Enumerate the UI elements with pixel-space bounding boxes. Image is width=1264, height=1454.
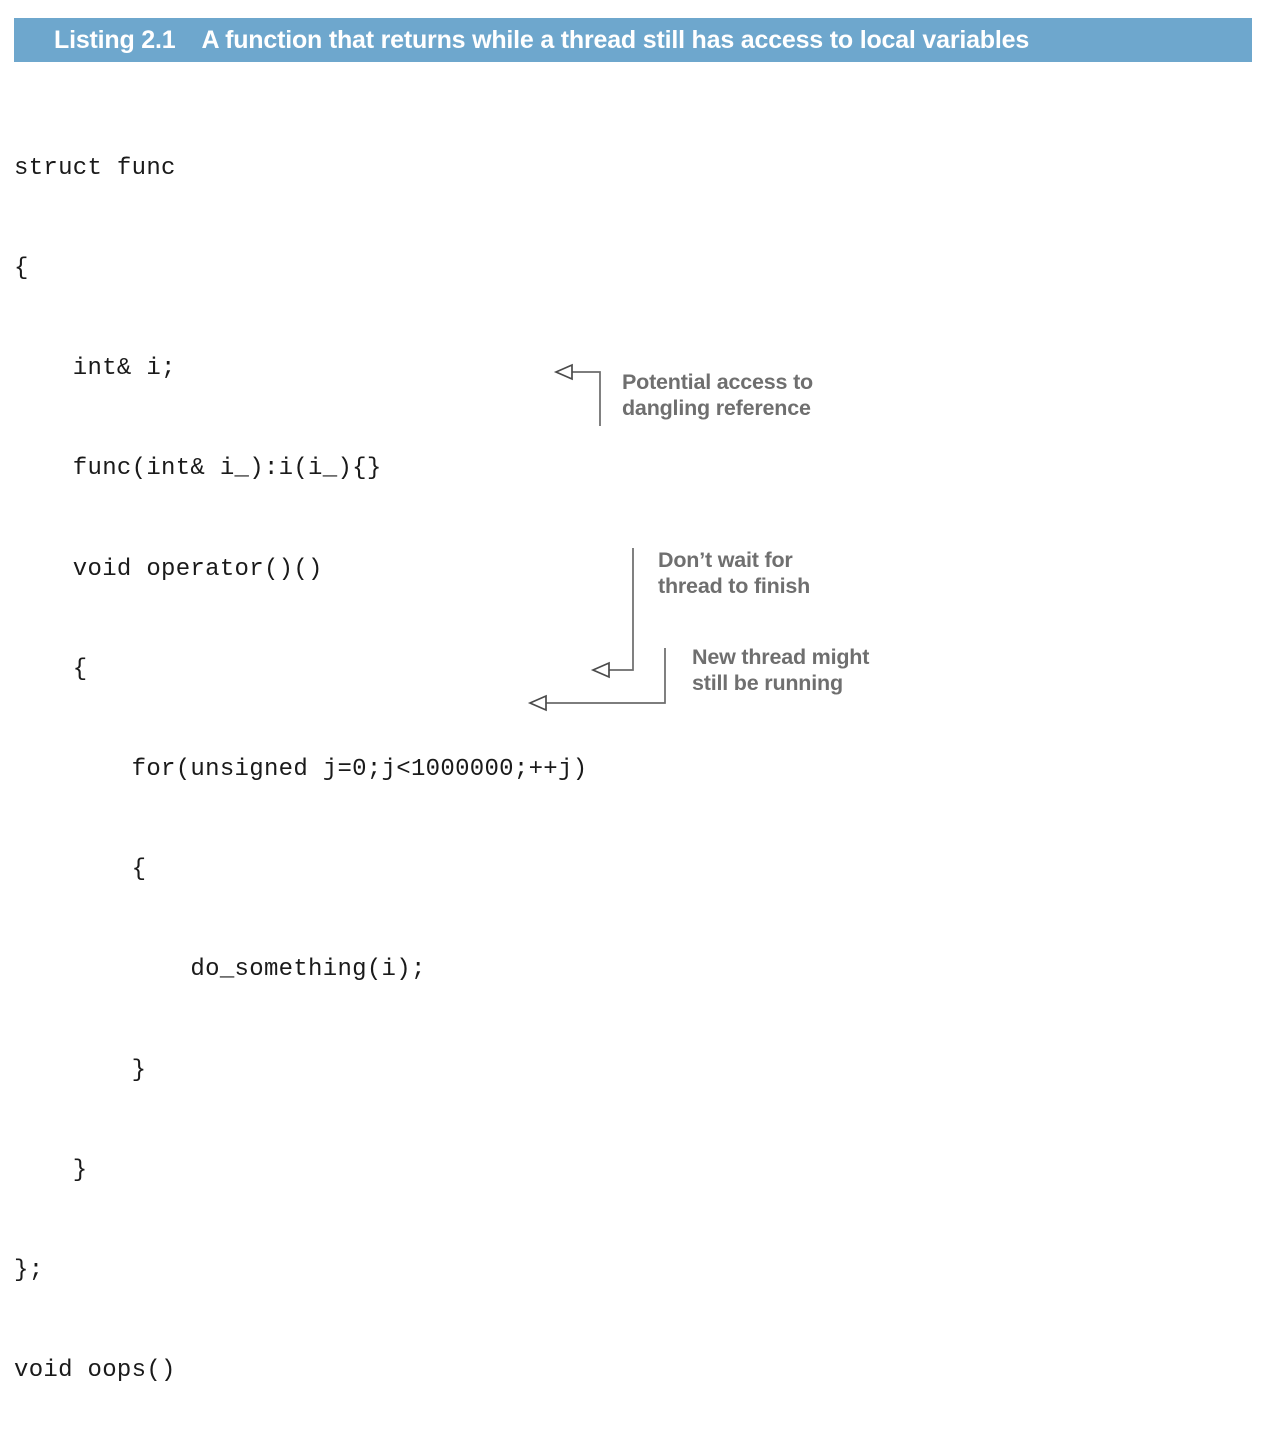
listing-title: A function that returns while a thread s… bbox=[201, 25, 1030, 54]
listing-number: Listing 2.1 bbox=[54, 25, 176, 54]
code-listing: struct func { int& i; func(int& i_):i(i_… bbox=[14, 85, 774, 1454]
code-line: }; bbox=[14, 1257, 44, 1285]
code-line: func(int& i_):i(i_){} bbox=[14, 455, 382, 483]
listing-caption-inner: Listing 2.1 A function that returns whil… bbox=[14, 26, 1029, 55]
code-line: } bbox=[14, 1156, 88, 1184]
code-line: do_something(i); bbox=[14, 956, 426, 984]
code-line: } bbox=[14, 1056, 147, 1084]
code-line: struct func bbox=[14, 154, 176, 182]
annotation-dont-wait: Don’t wait for thread to finish bbox=[658, 548, 811, 598]
code-line: { bbox=[14, 856, 147, 884]
code-line: for(unsigned j=0;j<1000000;++j) bbox=[14, 756, 588, 784]
code-line: { bbox=[14, 255, 29, 283]
annotation-thread-running: New thread might still be running bbox=[692, 645, 870, 695]
listing-caption-bar: Listing 2.1 A function that returns whil… bbox=[14, 18, 1252, 62]
annotation-dangling-reference: Potential access to dangling reference bbox=[622, 370, 813, 420]
code-line: void oops() bbox=[14, 1357, 176, 1385]
code-line: int& i; bbox=[14, 355, 176, 383]
code-line: void operator()() bbox=[14, 555, 323, 583]
code-line: { bbox=[14, 655, 88, 683]
